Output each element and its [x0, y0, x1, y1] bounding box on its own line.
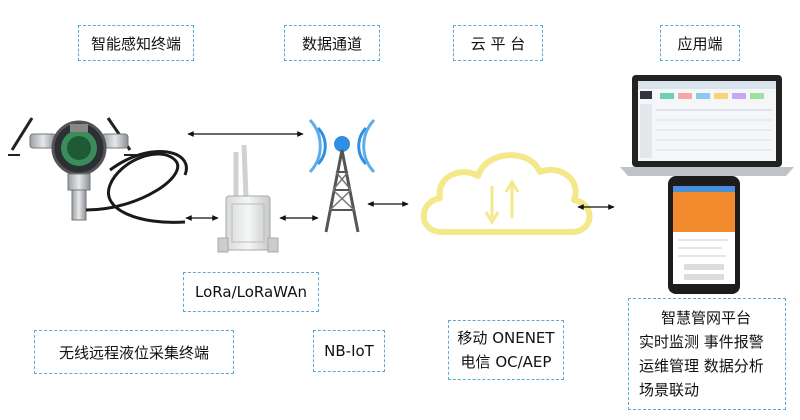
platform-line-3: 场景联动: [639, 381, 700, 399]
nbiot-label: NB-IoT: [324, 342, 374, 360]
cloud-provider-ctwing: 电信 OC/AEP: [460, 353, 552, 371]
platform-line-2: 运维管理 数据分析: [639, 357, 764, 375]
cloud-icon: [420, 152, 593, 235]
lora-gateway-device: [217, 144, 279, 253]
up-down-arrows-icon: [484, 179, 520, 225]
terminal-label-box: 无线远程液位采集终端: [34, 330, 234, 374]
level-sensor-device: [8, 117, 188, 224]
header-app-label: 应用端: [677, 34, 723, 53]
lora-label: LoRa/LoRaWAn: [195, 283, 307, 301]
nbiot-tower-icon: [308, 118, 376, 233]
header-sensing-label: 智能感知终端: [90, 34, 181, 53]
header-application: 应用端: [660, 25, 740, 61]
platform-line-1: 实时监测 事件报警: [639, 333, 764, 351]
header-cloud-platform: 云 平 台: [453, 25, 543, 61]
laptop-icon: [620, 75, 794, 176]
header-cloud-label: 云 平 台: [470, 34, 526, 53]
cloud-providers-box: 移动 ONENET 电信 OC/AEP: [448, 320, 564, 380]
connection-arrows: [185, 131, 615, 221]
header-data-channel: 数据通道: [284, 25, 380, 61]
phone-icon: [668, 176, 740, 294]
header-channel-label: 数据通道: [301, 34, 362, 53]
nbiot-label-box: NB-IoT: [313, 330, 385, 372]
header-sensing-terminal: 智能感知终端: [78, 25, 194, 61]
lora-label-box: LoRa/LoRaWAn: [183, 272, 319, 312]
platform-title: 智慧管网平台: [661, 309, 752, 327]
terminal-label: 无线远程液位采集终端: [58, 343, 209, 362]
cloud-provider-onenet: 移动 ONENET: [457, 329, 555, 347]
smart-pipe-platform-box: 智慧管网平台 实时监测 事件报警 运维管理 数据分析 场景联动: [628, 298, 786, 410]
